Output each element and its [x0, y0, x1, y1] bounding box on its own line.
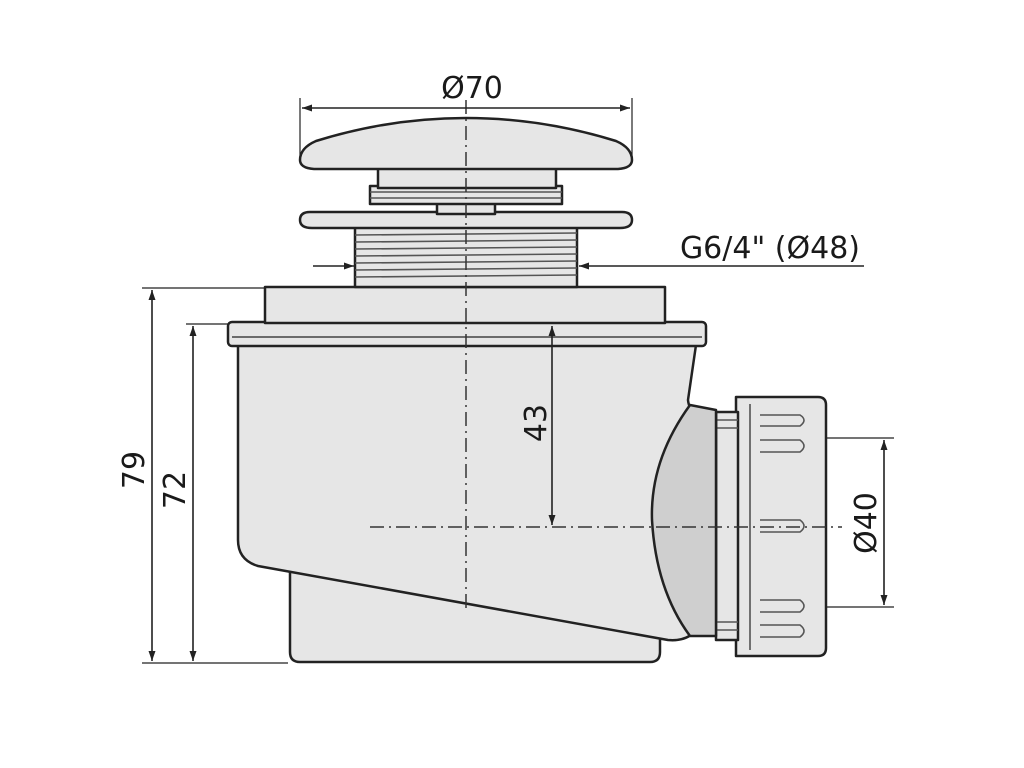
dim-outlet-diameter: Ø40: [826, 437, 894, 608]
dim-outlet-height: 43: [519, 326, 556, 525]
outlet-height-label: 43: [519, 404, 554, 442]
cap-diameter-label: Ø70: [441, 71, 503, 106]
dim-total-height: 79: [117, 287, 288, 664]
trap-body: [226, 285, 718, 664]
outlet-neck: [714, 410, 740, 642]
dim-cap-diameter: Ø70: [299, 71, 633, 160]
total-height-label: 79: [117, 451, 152, 489]
dim-thread: G6/4" (Ø48): [313, 231, 864, 270]
click-clack-cap: [298, 116, 634, 171]
dim-body-height: 72: [158, 323, 228, 661]
outlet-diameter-label: Ø40: [849, 492, 884, 554]
thread-size-label: G6/4" (Ø48): [680, 231, 860, 266]
flange: [298, 210, 634, 230]
body-height-label: 72: [158, 471, 193, 509]
